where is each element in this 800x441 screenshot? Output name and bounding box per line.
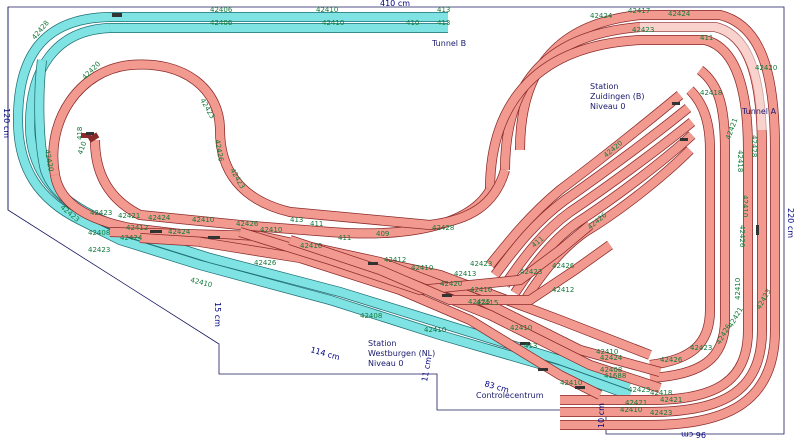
part-label: 42418 (700, 89, 722, 97)
part-label: 42410 (620, 406, 642, 414)
part-label: 42415 (476, 299, 498, 307)
part-label: 42426 (236, 220, 259, 228)
part-label: 42423 (88, 246, 110, 254)
part-label: 42418 (736, 150, 744, 172)
part-label: 411 (700, 34, 713, 42)
part-label: 418 (76, 127, 84, 140)
tunnel-a-label: Tunnel A (741, 107, 777, 116)
part-label: 413 (437, 19, 450, 27)
part-label: 42410 (322, 19, 344, 27)
part-label: 42424 (168, 228, 191, 236)
station-south-line1: Station (590, 82, 618, 91)
part-label: 42426 (552, 262, 575, 270)
part-label: 42406 (210, 19, 233, 27)
part-label: 42425 (468, 298, 490, 306)
part-label: 42423 (628, 386, 650, 394)
part-label: 42420 (755, 64, 777, 72)
part-label: 42423 (632, 26, 654, 34)
part-label: 42417 (628, 7, 650, 15)
dim-right-height: 220 cm (786, 208, 795, 238)
annotations: Tunnel A Tunnel B Station Zuidingen (B) … (368, 39, 777, 400)
station-south-line3: Niveau 0 (590, 102, 625, 111)
part-label: 41688 (604, 372, 626, 380)
part-label: 42423 (90, 209, 112, 217)
dim-top-width: 410 cm (380, 0, 410, 8)
rolling-stock (86, 13, 759, 389)
part-label: 42426 (660, 356, 683, 364)
part-label: 410 (406, 19, 419, 27)
part-label: 42410 (192, 216, 214, 224)
part-label: 42410 (316, 6, 338, 14)
station-west-line3: Niveau 0 (368, 359, 403, 368)
dim-bottom-left: 114 cm (309, 345, 341, 362)
tunnel-a-shading (640, 22, 767, 131)
part-label: 42424 (668, 10, 691, 18)
part-label: 42412 (552, 286, 574, 294)
part-label: 42421 (625, 399, 647, 407)
part-label: 42410 (560, 379, 582, 387)
part-label: 42423 (690, 344, 712, 352)
part-label: 42412 (126, 224, 148, 232)
part-label: 42423 (470, 260, 492, 268)
part-label: 42412 (384, 256, 406, 264)
part-label: 42408 (88, 229, 110, 237)
room-outline (7, 6, 785, 435)
part-label: 42421 (118, 212, 140, 220)
part-label: 42410 (734, 278, 742, 300)
part-label: 42413 (454, 270, 476, 278)
part-label: 409 (376, 230, 389, 238)
part-label: 411 (310, 220, 323, 228)
part-label: 42410 (470, 286, 492, 294)
part-label: 42406 (210, 6, 233, 14)
control-center-label: Controlecentrum (476, 391, 544, 400)
part-label: 413 (290, 216, 303, 224)
part-label: 42420 (43, 149, 55, 172)
part-label: 413 (437, 6, 450, 14)
station-south-line2: Zuidingen (B) (590, 92, 645, 101)
part-label: 42408 (360, 312, 382, 320)
dim-bottom-right-step: 10 cm (597, 403, 606, 428)
station-west-line1: Station (368, 339, 396, 348)
part-label: 42426 (254, 259, 277, 267)
tunnel-b-label: Tunnel B (431, 39, 466, 48)
part-label: 42428 (432, 224, 454, 232)
main-tracks (48, 10, 780, 430)
part-label: 42426 (213, 139, 225, 163)
part-label: 42426 (738, 225, 746, 248)
dim-bottom-right: 96 cm (681, 430, 706, 439)
part-label: 42410 (190, 276, 214, 289)
dim-left-height: 120 cm (2, 108, 11, 138)
part-label: 42424 (120, 234, 143, 242)
part-label: 42424 (590, 12, 613, 20)
part-label: 42424 (148, 214, 171, 222)
part-label: 410 (76, 140, 88, 155)
part-label: 42428 (750, 135, 758, 157)
part-label: 411 (338, 234, 351, 242)
part-label: 42410 (741, 195, 749, 217)
dim-mid-step: 11 cm (420, 356, 433, 382)
part-label: 413 (524, 342, 537, 350)
part-label: 42423 (650, 409, 672, 417)
part-label: 42420 (440, 280, 462, 288)
part-label: 42410 (596, 348, 618, 356)
part-label: 42410 (300, 242, 322, 250)
part-label: 42418 (650, 389, 672, 397)
part-label: 42424 (600, 354, 623, 362)
part-label: 42421 (660, 396, 682, 404)
station-west-line2: Westburgen (NL) (368, 349, 435, 358)
part-label: 42410 (411, 264, 433, 272)
part-label: 42410 (510, 324, 532, 332)
part-label: 42423 (520, 268, 542, 276)
dim-left-step: 15 cm (213, 302, 222, 327)
part-label: 42408 (600, 366, 622, 374)
part-label: 42410 (424, 326, 446, 334)
part-label: 42410 (260, 226, 282, 234)
